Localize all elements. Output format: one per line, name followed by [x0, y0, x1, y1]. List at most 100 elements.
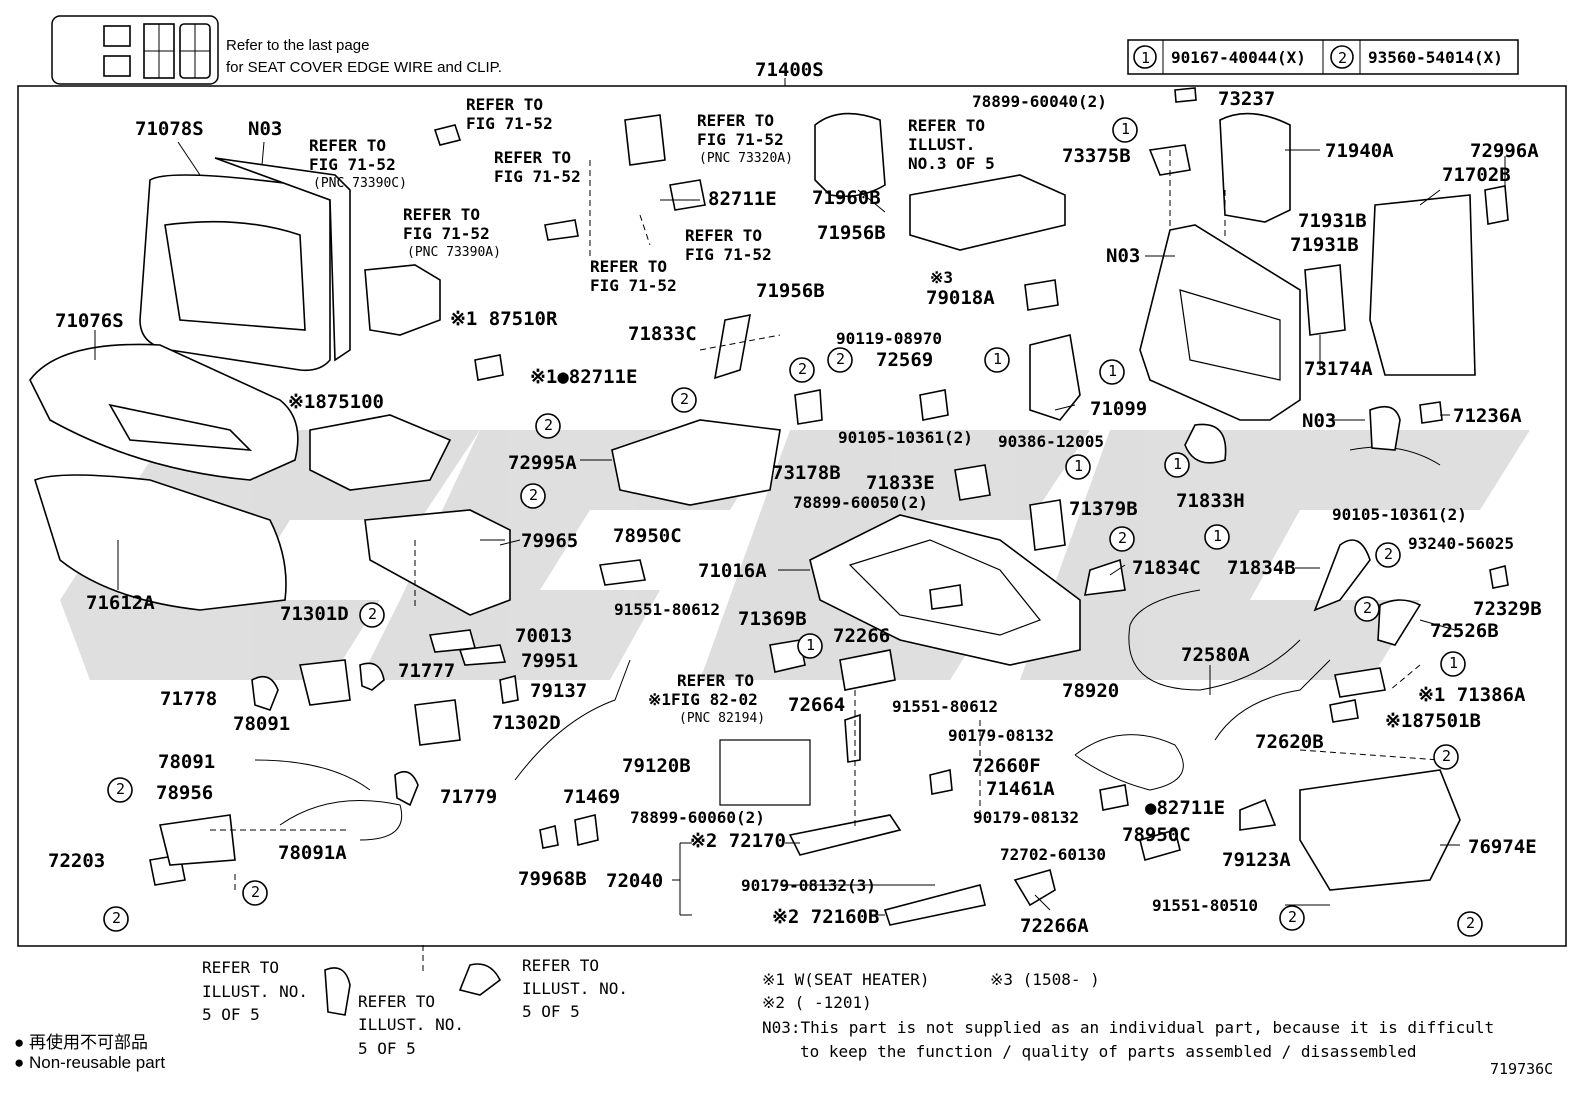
refer-fig-b-1: REFER TO	[494, 148, 572, 167]
part-71379B: 71379B	[1069, 498, 1138, 520]
fastener-2-number: 2	[1338, 49, 1347, 67]
part-78950C-b: 78950C	[1122, 824, 1191, 846]
headrest-71940A-drawing	[1219, 112, 1291, 223]
part-90105-10361-a: 90105-10361(2)	[838, 428, 973, 447]
part-72266: 72266	[833, 625, 891, 647]
callout-2: 2	[1466, 914, 1476, 932]
part-72664: 72664	[788, 694, 846, 716]
part-71833E: 71833E	[866, 472, 935, 494]
callout-1: 1	[1108, 362, 1118, 380]
bottom-ref-b-3: 5 OF 5	[358, 1039, 416, 1058]
note-n03-line2: to keep the function / quality of parts …	[800, 1042, 1417, 1061]
fastener-2-part: 93560-54014(X)	[1368, 48, 1503, 67]
clip-82711E-drawing	[1099, 784, 1129, 811]
part-71386A: ※1 71386A	[1418, 684, 1526, 706]
header-refer-line1: Refer to the last page	[226, 37, 369, 54]
callout-2: 2	[251, 883, 261, 901]
part-79018A: 79018A	[926, 287, 995, 309]
cable-72580A-drawing	[1128, 589, 1301, 691]
part-76974E: 76974E	[1468, 836, 1537, 858]
note-1: ※1 W(SEAT HEATER)	[762, 970, 930, 989]
part-79123A: 79123A	[1222, 849, 1291, 871]
callout-2: 2	[112, 909, 122, 927]
part-78091-a: 78091	[233, 713, 291, 735]
cover-71833C-drawing	[713, 313, 751, 380]
harness-87501B-drawing	[1329, 699, 1359, 723]
note-n03-line1: N03:This part is not supplied as an indi…	[762, 1018, 1495, 1037]
bottom-ref-a-3: 5 OF 5	[202, 1005, 260, 1024]
part-90386-12005: 90386-12005	[998, 432, 1104, 451]
cover-71099-drawing	[1029, 334, 1081, 421]
clip-79968B-drawing	[539, 824, 559, 849]
track-72160B-drawing	[883, 884, 986, 926]
bottom-ref-a-drawing	[324, 967, 351, 1016]
part-78091-b: 78091	[158, 751, 216, 773]
link-72664-drawing	[844, 713, 861, 763]
callout-2: 2	[1363, 599, 1373, 617]
part-90119-08970: 90119-08970	[836, 329, 942, 348]
bottom-ref-a-1: REFER TO	[202, 958, 280, 977]
bottom-ref-c-3: 5 OF 5	[522, 1002, 580, 1021]
clip-82711E-b-drawing	[474, 354, 504, 381]
refer-82194-1: REFER TO	[677, 671, 755, 690]
callout-1: 1	[806, 636, 816, 654]
part-71931B-b: 71931B	[1290, 234, 1359, 256]
header-refer-line2: for SEAT COVER EDGE WIRE and CLIP.	[226, 59, 502, 76]
part-87501B: ※187501B	[1385, 710, 1481, 732]
refer-73390C-1: REFER TO	[309, 136, 387, 155]
clip-71236A-drawing	[1419, 401, 1443, 424]
part-71778: 71778	[160, 688, 218, 710]
part-72995A: 72995A	[508, 452, 577, 474]
part-71302D: 71302D	[492, 712, 561, 734]
heater-87510Q-drawing	[309, 414, 452, 491]
part-71931B-a: 71931B	[1298, 210, 1367, 232]
refer-illust-3-2: ILLUST.	[908, 135, 976, 154]
bracket-71379B-drawing	[1029, 499, 1066, 551]
track-72170-drawing	[788, 814, 902, 856]
note-3-79018A: ※3	[930, 268, 954, 287]
part-71940A: 71940A	[1325, 140, 1394, 162]
part-82711E: 82711E	[708, 188, 777, 210]
knob-79137-drawing	[499, 674, 519, 704]
part-82711E-heater: ※1●82711E	[530, 366, 638, 388]
callout-1: 1	[1121, 120, 1131, 138]
armrest-drawing	[909, 174, 1066, 251]
note-3: ※3 (1508- )	[990, 970, 1100, 989]
refer-73390C-3: (PNC 73390C)	[313, 176, 407, 191]
refer-82194-3: (PNC 82194)	[679, 711, 766, 726]
box-79120B-drawing	[719, 739, 811, 806]
part-79951: 79951	[521, 650, 579, 672]
seat-cushion-drawing	[29, 343, 299, 611]
callout-2: 2	[368, 605, 378, 623]
refer-illust-3-3: NO.3 OF 5	[908, 154, 995, 173]
callout-2: 2	[544, 416, 554, 434]
motor-N03-drawing	[1369, 405, 1401, 451]
cover-72266A-drawing	[1013, 869, 1056, 907]
part-71469-drawing	[574, 814, 599, 846]
part-78091A: 78091A	[278, 842, 347, 864]
refer-fig-d-1: REFER TO	[590, 257, 668, 276]
part-71960B: 71960B	[812, 187, 881, 209]
callout-1: 1	[1449, 654, 1459, 672]
cover-71834B-drawing	[1313, 539, 1371, 612]
bottom-ref-b-2: ILLUST. NO.	[358, 1015, 464, 1034]
buckle-73390C-drawing	[433, 124, 462, 146]
bracket-73174A-drawing	[1304, 264, 1346, 336]
callout-2: 2	[1118, 529, 1128, 547]
bracket-72569-drawing	[929, 584, 963, 610]
part-72160B: ※2 72160B	[772, 906, 880, 928]
part-71779: 71779	[440, 786, 498, 808]
callout-1: 1	[1074, 457, 1084, 475]
switch-79018A-drawing	[1024, 279, 1059, 311]
cable-72620B-drawing	[1214, 659, 1331, 741]
part-72266A: 72266A	[1020, 915, 1089, 937]
harness-N03-drawing	[1349, 446, 1441, 466]
harness-78950C-a-drawing	[599, 559, 646, 586]
callout-1: 1	[1213, 527, 1223, 545]
part-90105-10361-b: 90105-10361(2)	[1332, 505, 1467, 524]
part-79968B: 79968B	[518, 868, 587, 890]
callout-2: 2	[529, 486, 539, 504]
refer-73320A-2: FIG 71-52	[697, 130, 784, 149]
clip-72329B-drawing	[1489, 564, 1509, 589]
part-87510R: ※1 87510R	[450, 308, 558, 330]
